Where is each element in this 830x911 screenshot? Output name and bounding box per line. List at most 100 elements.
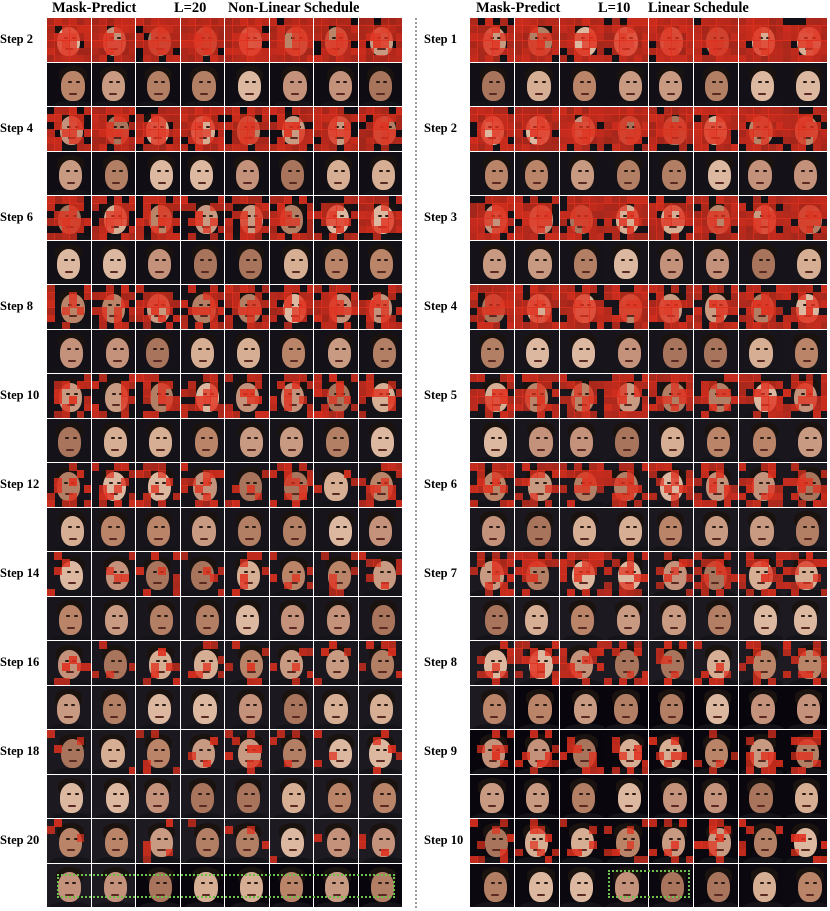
generated-frame	[514, 774, 559, 819]
mask-token	[589, 826, 598, 835]
mask-token	[380, 322, 389, 329]
generated-frame	[604, 596, 649, 641]
shoulders-shape	[186, 634, 225, 641]
mask-token	[723, 826, 732, 835]
mask-token	[596, 210, 604, 219]
mask-token	[143, 196, 152, 204]
mask-token	[291, 314, 300, 323]
generated-frame	[47, 685, 91, 730]
mask-token	[69, 136, 78, 145]
masked-frame	[269, 107, 314, 151]
mask-token	[150, 292, 159, 301]
mask-token	[232, 136, 241, 145]
face-shape	[103, 427, 127, 457]
face-shape	[617, 783, 641, 813]
mask-token	[76, 121, 85, 130]
generated-frame	[225, 151, 269, 196]
mask-token	[299, 25, 307, 34]
mask-token	[477, 655, 486, 664]
eye-mark	[162, 259, 167, 262]
mask-token	[84, 129, 91, 138]
masked-frame	[604, 552, 649, 596]
eye-mark	[164, 837, 169, 840]
eye-mark	[200, 259, 205, 262]
mask-token	[106, 285, 115, 293]
mask-token	[358, 307, 367, 316]
mask-token	[173, 574, 180, 583]
mask-token	[143, 678, 152, 685]
eye-mark	[800, 615, 805, 618]
eye-mark	[200, 704, 205, 707]
mouth-mark	[623, 849, 633, 852]
mask-token	[136, 566, 144, 575]
mask-token	[232, 299, 241, 308]
mask-token	[336, 25, 345, 34]
mask-token	[775, 411, 783, 418]
generated-frame	[180, 62, 225, 107]
mask-token	[180, 40, 189, 49]
shoulders-shape	[274, 323, 314, 329]
mask-token	[753, 648, 762, 657]
eye-mark	[115, 303, 120, 306]
face-shape	[484, 605, 509, 635]
eye-mark	[296, 348, 301, 351]
eye-mark	[156, 437, 161, 440]
mask-token	[232, 292, 241, 301]
mask-token	[321, 210, 330, 219]
mask-token	[254, 25, 263, 34]
mouth-mark	[803, 92, 813, 95]
mask-token	[358, 411, 367, 418]
mouth-mark	[756, 359, 766, 362]
mask-token	[269, 107, 278, 115]
masked-frame	[783, 18, 828, 62]
shoulders-shape	[562, 812, 604, 819]
face-shape	[237, 71, 262, 101]
shoulders-shape	[363, 812, 403, 819]
mask-token	[84, 485, 91, 494]
mask-token	[775, 129, 783, 138]
mask-token	[596, 233, 604, 240]
mask-token	[54, 210, 63, 219]
mask-token	[202, 40, 211, 49]
mask-token	[604, 589, 613, 596]
mask-token	[544, 856, 553, 863]
eye-mark	[111, 170, 116, 173]
mask-token	[173, 55, 180, 62]
mask-token	[380, 307, 389, 316]
mask-token	[328, 136, 337, 145]
mask-token	[678, 819, 687, 827]
shoulders-shape	[789, 456, 828, 463]
eye-mark	[539, 837, 544, 840]
shoulders-shape	[695, 545, 738, 552]
shoulders-shape	[697, 456, 738, 463]
mask-token	[336, 285, 345, 293]
mask-token	[173, 492, 180, 501]
mask-token	[820, 500, 828, 507]
eye-mark	[713, 882, 718, 885]
mask-token	[195, 114, 204, 123]
mask-token	[596, 381, 604, 390]
mask-token	[589, 411, 598, 418]
mask-token	[195, 500, 204, 507]
face-shape	[59, 160, 83, 190]
mouth-mark	[577, 448, 586, 451]
mask-token	[507, 203, 515, 212]
masked-frame	[649, 107, 694, 151]
shoulders-shape	[474, 456, 515, 463]
mask-token	[121, 233, 129, 240]
mask-token	[321, 403, 330, 412]
mask-token	[187, 40, 196, 49]
generated-frame	[693, 863, 738, 908]
mouth-mark	[108, 760, 118, 763]
mask-token	[61, 307, 70, 316]
mouth-mark	[201, 448, 211, 451]
mask-token	[745, 767, 754, 774]
eye-mark	[74, 348, 79, 351]
eye-mark	[246, 437, 251, 440]
left-method-label: Mask-Predict	[52, 0, 137, 16]
mask-token	[239, 40, 248, 49]
mask-token	[128, 396, 136, 405]
eye-mark	[377, 659, 382, 662]
mask-token	[143, 144, 152, 151]
mask-token	[121, 107, 129, 115]
